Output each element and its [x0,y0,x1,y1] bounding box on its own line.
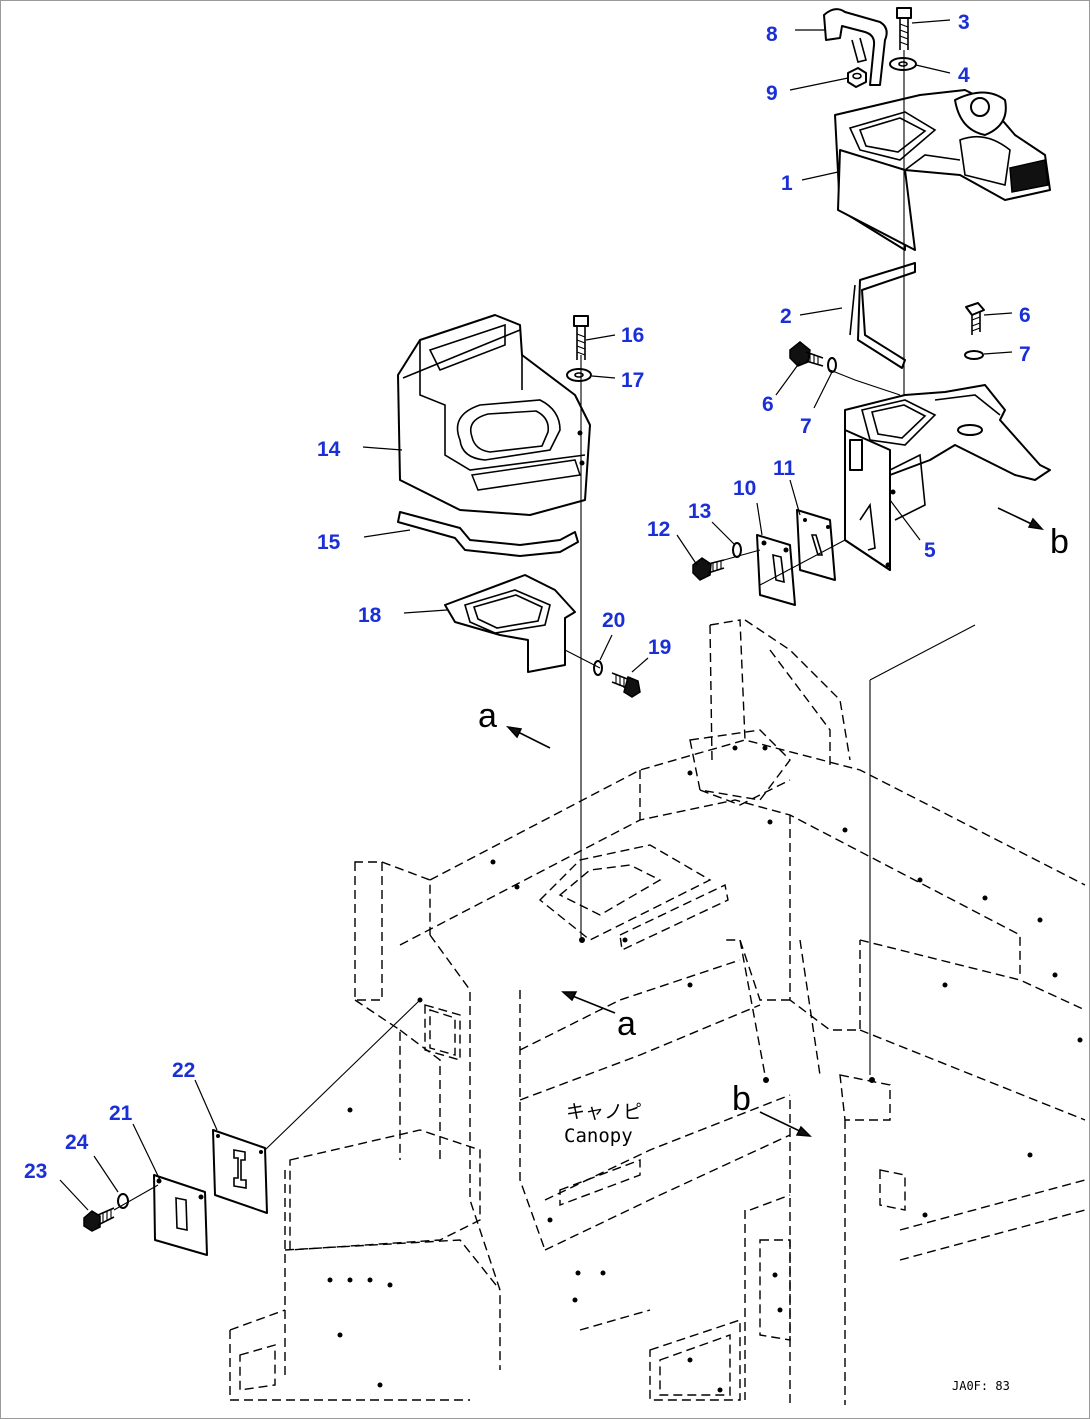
assembly-lines [113,50,976,1211]
callout-19: 19 [648,636,671,659]
part-19-bolt [611,672,641,698]
frame-bolt-holes [327,745,1083,1393]
part-6-bolt-left [789,341,824,367]
part-7-washer-right [964,350,984,360]
callout-24: 24 [65,1131,89,1154]
part-14-cover [397,314,591,516]
callout-13: 13 [688,500,711,523]
callout-10: 10 [733,477,756,500]
view-marker-a-upper: a [478,697,497,735]
callout-17: 17 [621,369,644,392]
part-18-plate [444,574,576,673]
callout-3: 3 [958,11,970,34]
callout-6-right: 6 [1019,304,1031,327]
callout-1: 1 [781,172,793,195]
part-5-bracket [844,384,1051,571]
callout-7-right: 7 [1019,343,1031,366]
callout-leaders [59,19,1013,1211]
part-12-bolt [692,557,725,581]
part-15-seal [397,511,579,557]
callout-6-left: 6 [762,393,774,416]
callout-9: 9 [766,82,778,105]
part-24-washer [117,1193,129,1209]
callout-12: 12 [647,518,670,541]
part-21-plate [153,1174,208,1256]
part-23-bolt [83,1207,115,1232]
callout-8: 8 [766,23,778,46]
part-11-plate [796,509,836,581]
callout-4: 4 [958,64,970,87]
part-2-seal [849,262,916,369]
view-marker-b-lower: b [732,1080,751,1118]
callout-7-left: 7 [800,415,812,438]
callout-18: 18 [358,604,382,627]
callout-11: 11 [773,457,796,480]
part-20-washer [593,660,603,676]
view-marker-a-lower: a [617,1005,636,1043]
view-arrows [506,507,1044,1137]
callout-16: 16 [621,324,644,347]
part-4-washer [889,57,917,71]
part-3-bolt [896,7,912,50]
callout-5: 5 [924,539,936,562]
callout-22: 22 [172,1059,195,1082]
part-17-washer [566,368,592,382]
callout-14: 14 [317,438,341,461]
callout-2: 2 [780,305,792,328]
callout-23: 23 [24,1160,47,1183]
view-marker-b-upper: b [1050,523,1069,561]
part-10-plate [756,534,796,606]
part-22-plate [212,1129,268,1214]
part-7-washer-left [827,357,837,373]
callout-20: 20 [602,609,625,632]
part-9-nut [847,67,867,88]
part-8-handle [823,8,888,86]
part-1-console-cover [834,89,1051,251]
part-16-bolt [573,315,589,360]
part-6-bolt-right [965,302,985,335]
callout-21: 21 [109,1102,133,1125]
part-13-washer [732,542,742,558]
frame-label-english: Canopy [564,1125,633,1147]
frame-label-japanese: キャノピ [566,1101,642,1123]
canopy-frame [229,619,1086,1405]
callout-15: 15 [317,531,341,554]
drawing-code: JA0F: 83 [952,1379,1010,1393]
